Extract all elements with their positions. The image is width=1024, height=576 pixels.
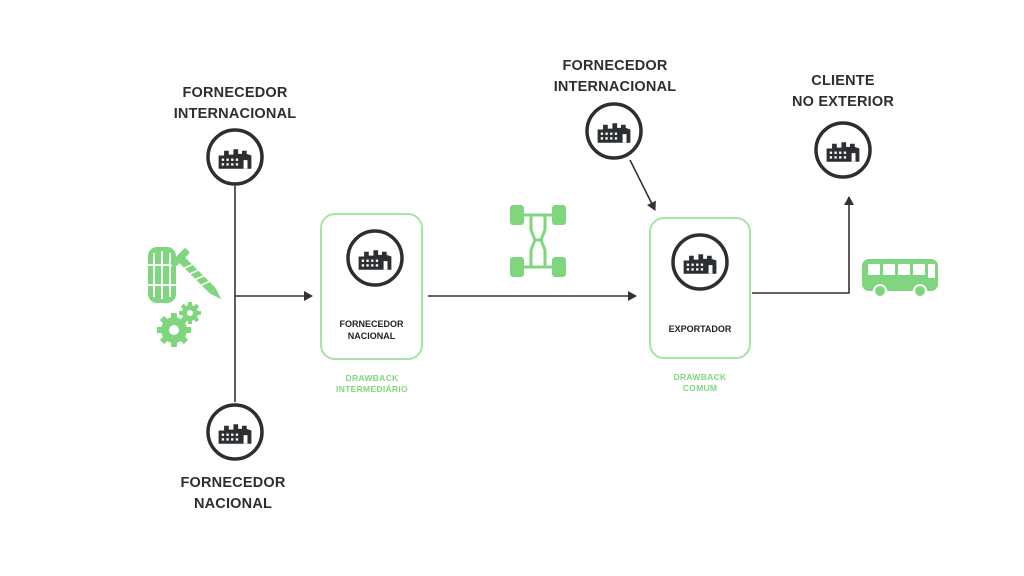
label-line1: CLIENTE	[811, 73, 875, 89]
supplier-national-bottom-node	[206, 403, 264, 461]
label-line2: NACIONAL	[347, 331, 396, 341]
client-label: CLIENTE NO EXTERIOR	[768, 71, 918, 113]
national-supplier-box-label: FORNECEDOR NACIONAL	[321, 318, 422, 342]
screw-icon	[170, 248, 222, 300]
label-line2: INTERMEDIÁRIO	[336, 384, 408, 394]
label-line2: COMUM	[682, 383, 718, 393]
label-line1: DRAWBACK	[345, 373, 399, 383]
label-line2: NACIONAL	[193, 496, 273, 512]
national-supplier-box-node	[346, 229, 404, 287]
label-line2: NO EXTERIOR	[791, 94, 895, 110]
drawback-common-label: DRAWBACK COMUM	[650, 372, 750, 394]
supplier-intl-right-label: FORNECEDOR INTERNACIONAL	[540, 56, 690, 98]
supplier-intl-right-node	[585, 102, 643, 160]
exporter-box-node	[671, 233, 729, 291]
drawback-intermediate-label: DRAWBACK INTERMEDIÁRIO	[310, 373, 434, 395]
arrow-to-client	[752, 196, 854, 294]
label-line1: EXPORTADOR	[668, 324, 732, 334]
label-line1: FORNECEDOR	[339, 319, 404, 329]
client-node	[814, 121, 872, 179]
gears-icon	[157, 302, 201, 347]
supplier-intl-left-node	[206, 128, 264, 186]
supplier-national-bottom-label: FORNECEDOR NACIONAL	[158, 473, 308, 515]
label-line2: INTERNACIONAL	[553, 79, 677, 95]
label-line2: INTERNACIONAL	[173, 106, 297, 122]
label-line1: FORNECEDOR	[562, 58, 668, 74]
supplier-intl-left-label: FORNECEDOR INTERNACIONAL	[160, 83, 310, 125]
arrow-intl-to-exporter	[629, 159, 656, 211]
label-line1: FORNECEDOR	[182, 85, 288, 101]
label-line1: FORNECEDOR	[180, 475, 286, 491]
label-line1: DRAWBACK	[673, 372, 727, 382]
bus-icon	[862, 259, 938, 298]
car-chassis-icon	[510, 205, 566, 277]
tire-icon	[148, 247, 176, 303]
exporter-box-label: EXPORTADOR	[650, 323, 750, 335]
